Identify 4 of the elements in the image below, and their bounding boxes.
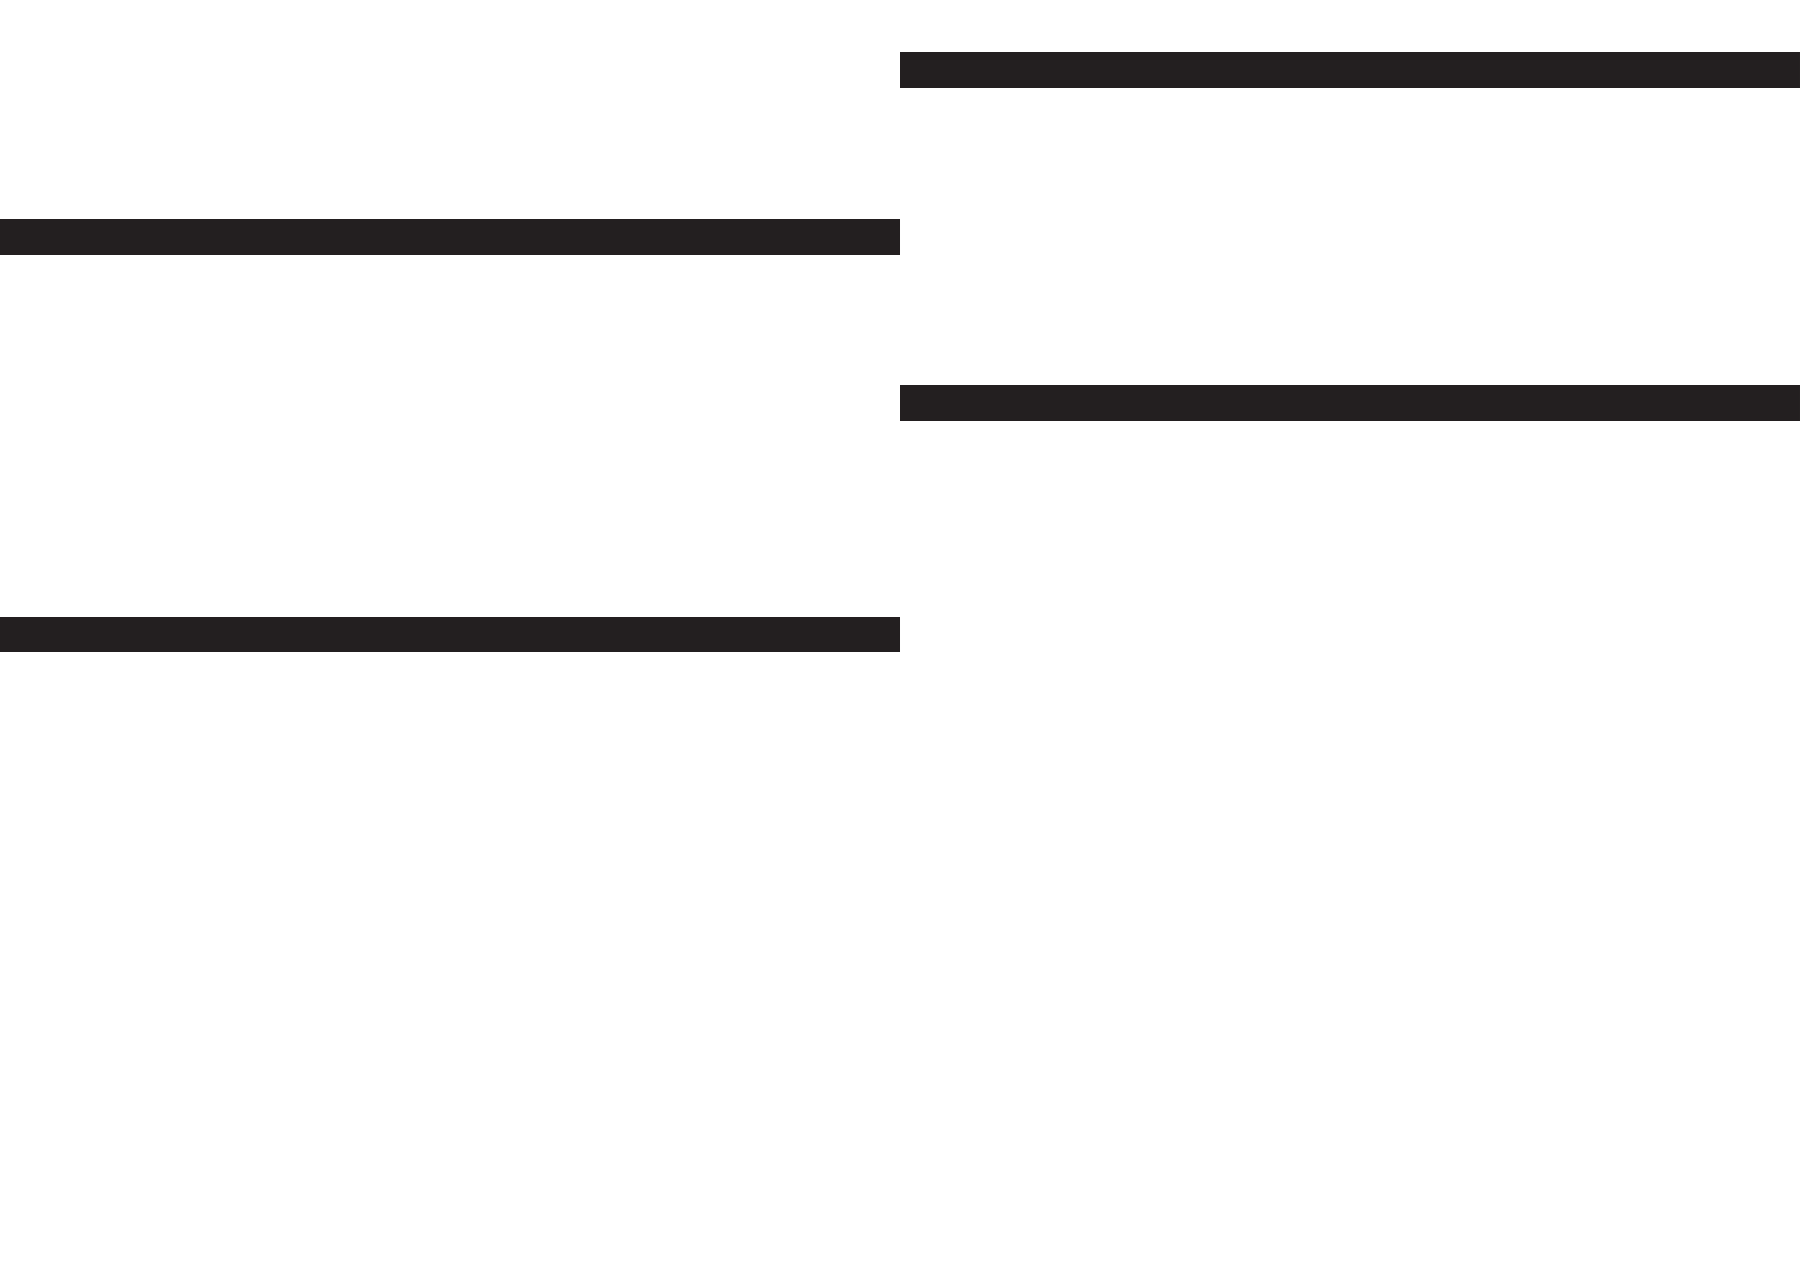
bar — [0, 219, 900, 255]
bar — [900, 52, 1800, 88]
bar — [0, 617, 900, 652]
bar — [900, 385, 1800, 421]
